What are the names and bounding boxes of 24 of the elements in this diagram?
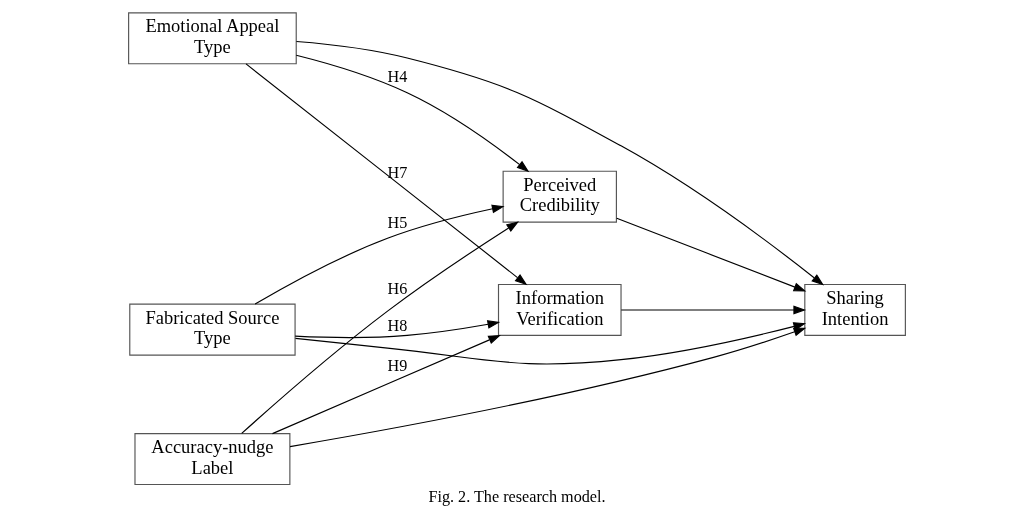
- node-box: Information Verification: [497, 283, 622, 336]
- arrow: [241, 221, 520, 434]
- edge-label: H9: [387, 357, 408, 375]
- caption: Fig. 2. The research model.: [428, 488, 606, 506]
- node-box: Perceived Credibility: [502, 170, 617, 223]
- edge-label: H4: [387, 68, 408, 86]
- node-box: Sharing Intention: [804, 283, 906, 336]
- arrow: [271, 334, 501, 435]
- node-box: Accuracy-nudge Label: [134, 433, 291, 486]
- arrow: [289, 327, 807, 448]
- edge-label: H7: [387, 164, 408, 182]
- arrow: [254, 204, 505, 305]
- node-box: Emotional Appeal Type: [128, 12, 297, 65]
- arrow: [295, 54, 530, 173]
- arrow: [616, 217, 807, 292]
- arrow: [294, 322, 807, 365]
- edge-label: H6: [387, 280, 408, 298]
- arrow: [295, 40, 825, 286]
- arrow: [245, 63, 528, 286]
- arrow: [294, 320, 501, 339]
- edge-label: H5: [387, 214, 408, 232]
- arrow: [620, 305, 807, 315]
- edge-label: H8: [387, 317, 408, 335]
- node-box: Fabricated Source Type: [129, 303, 296, 356]
